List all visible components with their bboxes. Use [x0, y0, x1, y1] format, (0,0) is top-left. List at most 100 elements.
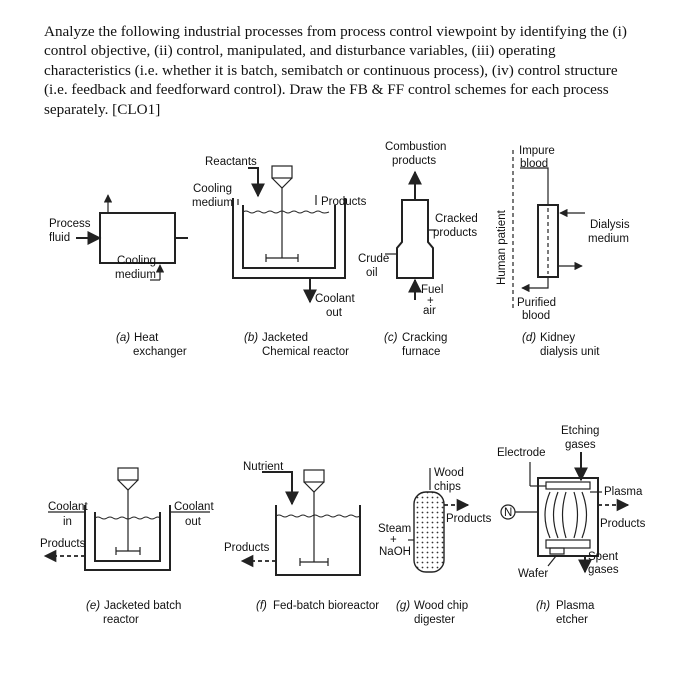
coolant-out-label-2: out	[185, 516, 202, 528]
cracked-products-label-1: Cracked	[435, 213, 478, 225]
plasma-coil-3	[561, 491, 567, 539]
batch-vessel	[94, 512, 161, 562]
nutrient-label: Nutrient	[243, 461, 284, 473]
dialysis-medium-label-2: medium	[588, 233, 629, 245]
purified-blood-arrow	[521, 277, 549, 293]
cooling-medium-label-2: medium	[192, 197, 233, 209]
caption-c-line2: furnace	[402, 346, 440, 358]
spent-gases-label-2: gases	[588, 564, 619, 576]
dialysis-medium-label-1: Dialysis	[590, 219, 630, 231]
wafer-base	[549, 547, 565, 555]
human-patient-label: Human patient	[496, 209, 508, 285]
impure-label-2: blood	[520, 158, 548, 170]
purified-label-2: blood	[522, 310, 550, 322]
top-electrode	[545, 481, 591, 490]
diagram-jacketed-chemical-reactor: Reactants Cooling medium Products Coolan…	[192, 156, 367, 358]
bio-products-label: Products	[224, 542, 270, 554]
reactor-jacket	[232, 198, 346, 279]
cooling-medium-label-2: medium	[115, 269, 156, 281]
furnace-body	[396, 199, 434, 279]
nutrient-feed-arrow	[262, 471, 299, 506]
caption-h-line2: etcher	[556, 614, 588, 626]
crude-oil-label-1: Crude	[358, 253, 389, 265]
caption-a-letter: (a)	[116, 332, 130, 344]
coolant-in-label-1: Coolant	[48, 501, 88, 513]
cooling-medium-label-1: Cooling	[193, 183, 232, 195]
fuel-label-3: air	[423, 305, 436, 317]
coolant-in-label-2: in	[63, 516, 72, 528]
diagram-jacketed-batch-reactor: Coolant in Coolant out Products (e) Jack…	[40, 467, 214, 626]
agitator-motor-base	[271, 177, 293, 189]
caption-h-line1: Plasma	[556, 600, 595, 612]
digester-products-label: Products	[446, 513, 492, 525]
batch-agitator-base	[117, 479, 139, 491]
caption-d-line1: Kidney	[540, 332, 575, 344]
caption-e-line1: Jacketed batch	[104, 600, 181, 612]
bioreactor-vessel	[275, 505, 361, 576]
combustion-label-1: Combustion	[385, 141, 446, 153]
wood-chips-label-2: chips	[434, 481, 461, 493]
steam-label-2: +	[390, 534, 397, 546]
cracked-products-label-2: products	[433, 227, 477, 239]
combustion-label-2: products	[392, 155, 436, 167]
plasma-label: Plasma	[604, 486, 643, 498]
caption-b-line2: Chemical reactor	[262, 346, 349, 358]
process-fluid-label-2: fluid	[49, 232, 70, 244]
power-source-n: N	[504, 507, 512, 519]
spent-gases-label-1: Spent	[588, 551, 619, 563]
batch-products-label: Products	[40, 538, 86, 550]
impure-label-1: Impure	[519, 145, 555, 157]
diagram-fed-batch-bioreactor: Nutrient Products (f) Fed-batch bioreact…	[224, 461, 379, 612]
digester-vessel	[413, 491, 445, 573]
products-label: Products	[321, 196, 367, 208]
caption-c-letter: (c)	[384, 332, 398, 344]
wafer-platform	[545, 539, 591, 549]
plasma-coil-5	[581, 491, 588, 539]
batch-agitator-motor	[117, 467, 139, 481]
fuel-label-1: Fuel	[421, 284, 443, 296]
purified-label-1: Purified	[517, 297, 556, 309]
caption-b-line1: Jacketed	[262, 332, 308, 344]
caption-f-letter: (f)	[256, 600, 267, 612]
coolant-out-label-1: Coolant	[315, 293, 355, 305]
crude-oil-label-2: oil	[366, 267, 378, 279]
impure-blood-line	[520, 167, 549, 205]
caption-e-letter: (e)	[86, 600, 100, 612]
steam-label-1: Steam	[378, 523, 411, 535]
caption-g-letter: (g)	[396, 600, 410, 612]
caption-g-line2: digester	[414, 614, 455, 626]
agitator-motor	[271, 165, 293, 179]
bio-agitator-base	[303, 481, 325, 493]
caption-b-letter: (b)	[244, 332, 258, 344]
coolant-out-label-1: Coolant	[174, 501, 214, 513]
reactants-feed-arrow	[248, 167, 265, 198]
caption-d-letter: (d)	[522, 332, 536, 344]
cooling-medium-label-1: Cooling	[117, 255, 156, 267]
caption-h-letter: (h)	[536, 600, 550, 612]
diagram-wood-chip-digester: Wood chips Products Steam + NaOH (g) Woo…	[378, 467, 492, 626]
wood-chips-label-1: Wood	[434, 467, 464, 479]
question-text: Analyze the following industrial process…	[44, 23, 627, 118]
batch-jacket	[84, 505, 171, 571]
diagram-heat-exchanger: Process fluid Cooling medium (a) Heat ex…	[49, 194, 188, 358]
diagram-plasma-etcher: N Etching gases Electrode Plasma Product…	[497, 425, 646, 626]
reactants-label: Reactants	[205, 156, 257, 168]
bioreactor-liquid-level	[275, 514, 361, 518]
etching-gases-label-1: Etching	[561, 425, 599, 437]
plasma-coil-4	[573, 491, 579, 539]
plasma-coil-1	[544, 491, 551, 539]
caption-c-line1: Cracking	[402, 332, 447, 344]
caption-e-line2: reactor	[103, 614, 139, 626]
reactor-vessel	[242, 205, 336, 269]
plasma-coil-2	[552, 491, 559, 539]
caption-g-line1: Wood chip	[414, 600, 468, 612]
coolant-out-label-2: out	[326, 307, 343, 319]
etcher-products-label: Products	[600, 518, 646, 530]
caption-d-line2: dialysis unit	[540, 346, 600, 358]
etcher-chamber	[537, 477, 599, 557]
caption-f-line1: Fed-batch bioreactor	[273, 600, 379, 612]
diagram-cracking-furnace: Combustion products Cracked products Cru…	[358, 141, 478, 358]
diagram-kidney-dialysis: Impure blood Human patient Dialysis medi…	[496, 145, 630, 358]
caption-a-line2: exchanger	[133, 346, 187, 358]
